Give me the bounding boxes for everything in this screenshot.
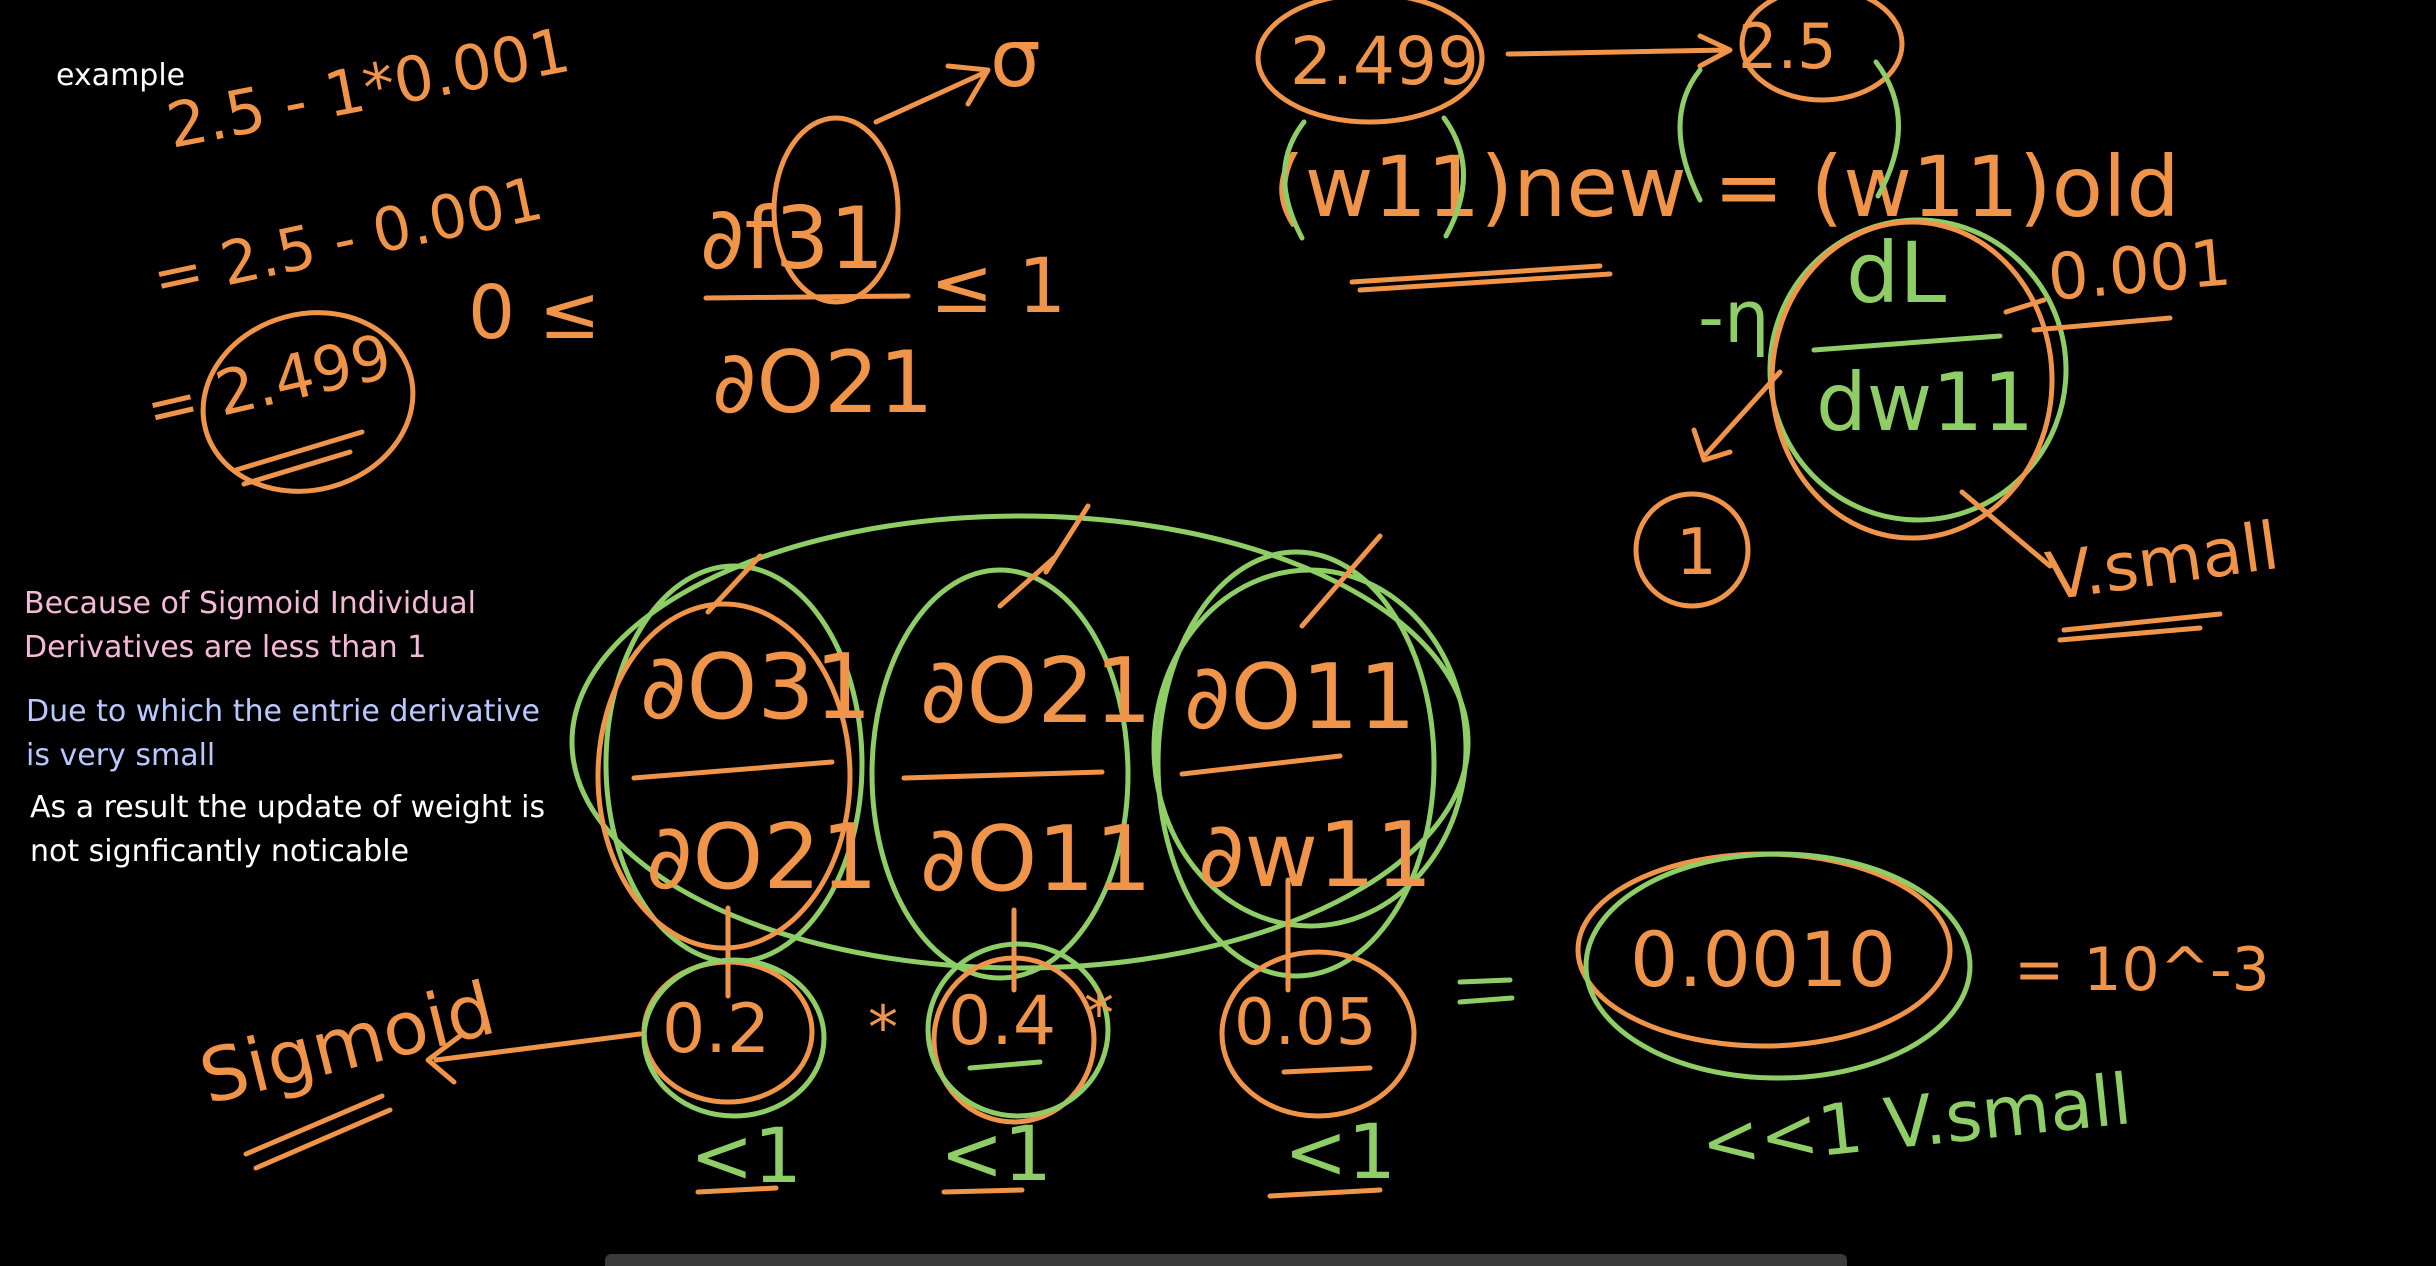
frac2-bottom: ∂O11 [920, 807, 1152, 912]
note-weight-update: As a result the update of weight is not … [30, 786, 545, 874]
very-small-top-underline [2057, 611, 2223, 643]
less-than-one-a: <1 [690, 1111, 802, 1200]
result-power: = 10^-3 [2014, 935, 2270, 1005]
lr-value: 0.001 [2045, 226, 2234, 316]
frac1-bottom: ∂O21 [646, 805, 878, 910]
frac2-bar [901, 769, 1105, 781]
val1-green [641, 957, 827, 1119]
dl-dw-bar [1811, 333, 2003, 353]
calc-line-1: 2.5 - 1*0.001 [161, 13, 576, 163]
val2-text: 0.4 [948, 982, 1056, 1061]
val3-text: 0.05 [1234, 986, 1377, 1060]
note-small-derivative: Due to which the entrie derivative is ve… [26, 690, 540, 778]
new-value: 2.499 [1290, 23, 1479, 100]
frac3-green-outer [1151, 567, 1469, 929]
frac3-tick [1299, 533, 1383, 629]
frac3-bar [1179, 753, 1343, 777]
frac2-tick [997, 555, 1057, 609]
weight-update-underline [1349, 263, 1613, 293]
frac1-bar [631, 759, 835, 781]
lr-arrow [2003, 297, 2047, 315]
val2-underline [967, 1059, 1043, 1071]
note-2-line-1: Due to which the entrie derivative [26, 694, 540, 729]
weight-update-formula: (w11)new = (w11)old [1272, 138, 2180, 236]
note-2-line-2: is very small [26, 738, 216, 773]
old-value-circle [1739, 0, 1905, 103]
frac1-top: ∂O31 [640, 635, 872, 740]
video-scrub-bar[interactable] [605, 1254, 1847, 1266]
bound-left: 0 ≤ [468, 270, 601, 356]
frac2-top: ∂O21 [920, 639, 1152, 744]
new-value-circle [1255, 0, 1485, 125]
eta-value: 1 [1676, 516, 1717, 590]
note-1-line-2: Derivatives are less than 1 [24, 630, 427, 665]
times-2: * [1084, 979, 1114, 1049]
result-green [1583, 851, 1973, 1081]
calc-result-circle [200, 310, 416, 494]
partial-fraction-bar [703, 293, 911, 301]
sigma-label: σ [990, 12, 1041, 105]
sigmoid-label: Sigmoid [192, 966, 503, 1122]
note-sigmoid-derivatives: Because of Sigmoid Individual Derivative… [24, 582, 476, 670]
partial-top-circle [771, 115, 901, 305]
sigmoid-underline [243, 1093, 393, 1171]
less-than-one-c: <1 [1284, 1107, 1396, 1196]
dw-symbol: dw11 [1816, 356, 2034, 449]
frac2-green [869, 567, 1131, 981]
val1-text: 0.2 [662, 990, 770, 1069]
frac1-orange [595, 601, 853, 951]
val2-orange [931, 955, 1097, 1125]
note-3-line-2: not signficantly noticable [30, 834, 410, 869]
frac1-tick [705, 553, 763, 615]
very-small-top: V.small [2042, 507, 2284, 616]
dl-symbol: dL [1846, 224, 1946, 322]
val2-green [925, 941, 1111, 1119]
example-label: example [56, 58, 186, 93]
bound-right: ≤ 1 [930, 241, 1066, 330]
frac3-green-inner [1155, 549, 1437, 979]
times-1: * [868, 993, 898, 1063]
lr-underline [2031, 315, 2173, 333]
less-than-one-b: <1 [940, 1109, 1052, 1198]
small-arrow [1959, 489, 2053, 569]
w-old-brackets [1282, 59, 1901, 241]
calc-line-3: = 2.499 [139, 319, 398, 446]
val3-underline [1281, 1065, 1373, 1075]
calc-result-underline [233, 429, 365, 487]
note-3-line-1: As a result the update of weight is [30, 790, 546, 825]
result-text: 0.0010 [1630, 915, 1896, 1004]
partial-bottom: ∂O21 [712, 333, 934, 433]
sigmoid-arrow [425, 1031, 643, 1085]
val3-orange [1219, 949, 1417, 1119]
frac3-bottom: ∂w11 [1198, 803, 1433, 908]
less-than-one-underlines [695, 1185, 1383, 1199]
frac3-top: ∂O11 [1184, 645, 1416, 750]
equals-sign [1457, 977, 1515, 1005]
eta-arrow [1691, 369, 1783, 463]
minus-eta: -η [1698, 275, 1770, 359]
sigma-arrow [873, 63, 991, 125]
eta-value-circle [1633, 491, 1751, 609]
new-to-old-arrow [1505, 33, 1733, 69]
note-1-line-1: Because of Sigmoid Individual [24, 586, 477, 621]
